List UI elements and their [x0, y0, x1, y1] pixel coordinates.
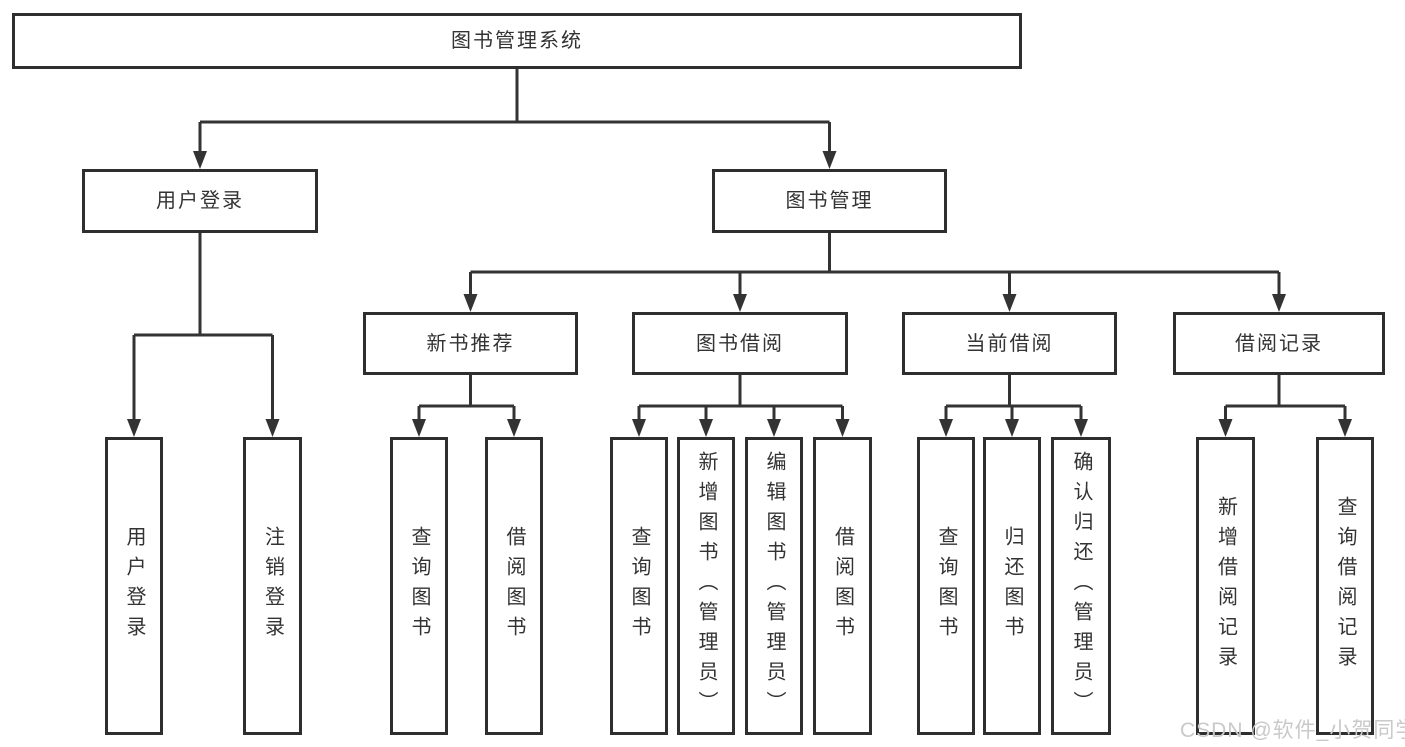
node-leaf-query-book-1: 查询图书 [390, 437, 448, 735]
node-leaf-query-book-2: 查询图书 [610, 437, 668, 735]
node-leaf-add-borrow-record: 新增借阅记录 [1196, 437, 1255, 735]
node-leaf-add-book: 新增图书（管理员） [677, 437, 735, 735]
node-label: 当前借阅 [965, 332, 1054, 355]
watermark: CSDN @软件_小贺同学 [1180, 719, 1405, 742]
node-leaf-user-login: 用户登录 [105, 437, 163, 735]
node-label: 确认归还（管理员） [1070, 451, 1092, 721]
node-borrow-records: 借阅记录 [1173, 312, 1385, 375]
node-label: 用户登录 [156, 190, 244, 212]
node-label: 用户登录 [123, 526, 145, 646]
node-leaf-confirm-return: 确认归还（管理员） [1051, 437, 1111, 735]
node-root: 图书管理系统 [12, 13, 1022, 69]
node-label: 查询借阅记录 [1334, 496, 1356, 676]
node-label: 新增图书（管理员） [695, 451, 717, 721]
node-label: 查询图书 [628, 526, 650, 646]
node-label: 查询图书 [935, 526, 957, 646]
node-label: 新增借阅记录 [1214, 496, 1237, 676]
node-current-borrow: 当前借阅 [902, 312, 1117, 375]
node-label: 图书管理系统 [451, 30, 583, 52]
node-leaf-query-book-3: 查询图书 [917, 437, 975, 735]
node-label: 归还图书 [1001, 526, 1023, 646]
node-leaf-query-borrow-record: 查询借阅记录 [1316, 437, 1374, 735]
node-label: 借阅记录 [1235, 332, 1323, 355]
node-label: 查询图书 [408, 526, 430, 646]
node-label: 图书管理 [785, 190, 874, 212]
node-leaf-borrow-book-2: 借阅图书 [813, 437, 872, 735]
node-label: 注销登录 [261, 526, 284, 646]
node-label: 编辑图书（管理员） [763, 451, 785, 721]
node-new-book-rec: 新书推荐 [363, 312, 578, 375]
node-label: 新书推荐 [426, 332, 515, 355]
node-user-login: 用户登录 [82, 169, 318, 233]
node-book-borrow: 图书借阅 [632, 312, 848, 375]
node-leaf-return-book: 归还图书 [983, 437, 1041, 735]
node-leaf-borrow-book-1: 借阅图书 [485, 437, 543, 735]
node-leaf-logout: 注销登录 [243, 437, 302, 735]
node-book-mgmt: 图书管理 [712, 169, 947, 233]
node-label: 借阅图书 [503, 526, 525, 646]
node-label: 图书借阅 [696, 332, 784, 355]
node-leaf-edit-book: 编辑图书（管理员） [745, 437, 803, 735]
node-label: 借阅图书 [831, 526, 854, 646]
